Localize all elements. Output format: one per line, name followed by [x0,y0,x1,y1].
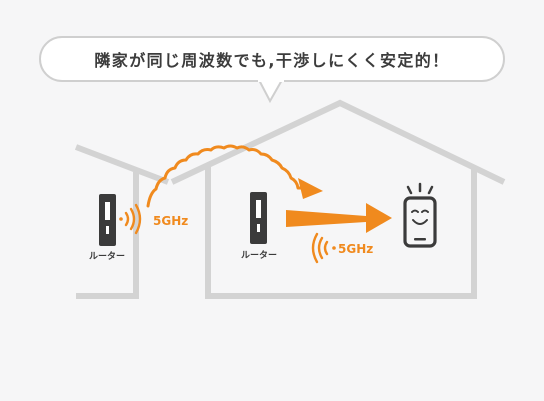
home-router-icon [250,192,267,244]
smartphone-smile-icon [403,182,437,248]
neighbor-band-label: 5GHz [153,214,188,228]
home-band-label: 5GHz [338,242,373,256]
neighbor-wifi-signal-icon [119,203,142,235]
home-house-outline [170,99,506,299]
neighbor-router-label: ルーター [89,250,125,262]
interference-arrow-head [298,178,323,199]
neighbor-house-outline [74,144,170,299]
neighbor-router-icon [99,194,116,246]
speech-bubble [39,36,505,104]
interference-wavy-arrow [146,144,305,208]
home-wifi-signal-icon [311,232,336,264]
arrow-right-icon [286,203,392,233]
caption-text: 隣家が同じ周波数でも,干渉しにくく安定的！ [94,51,450,70]
home-router-label: ルーター [241,249,277,261]
